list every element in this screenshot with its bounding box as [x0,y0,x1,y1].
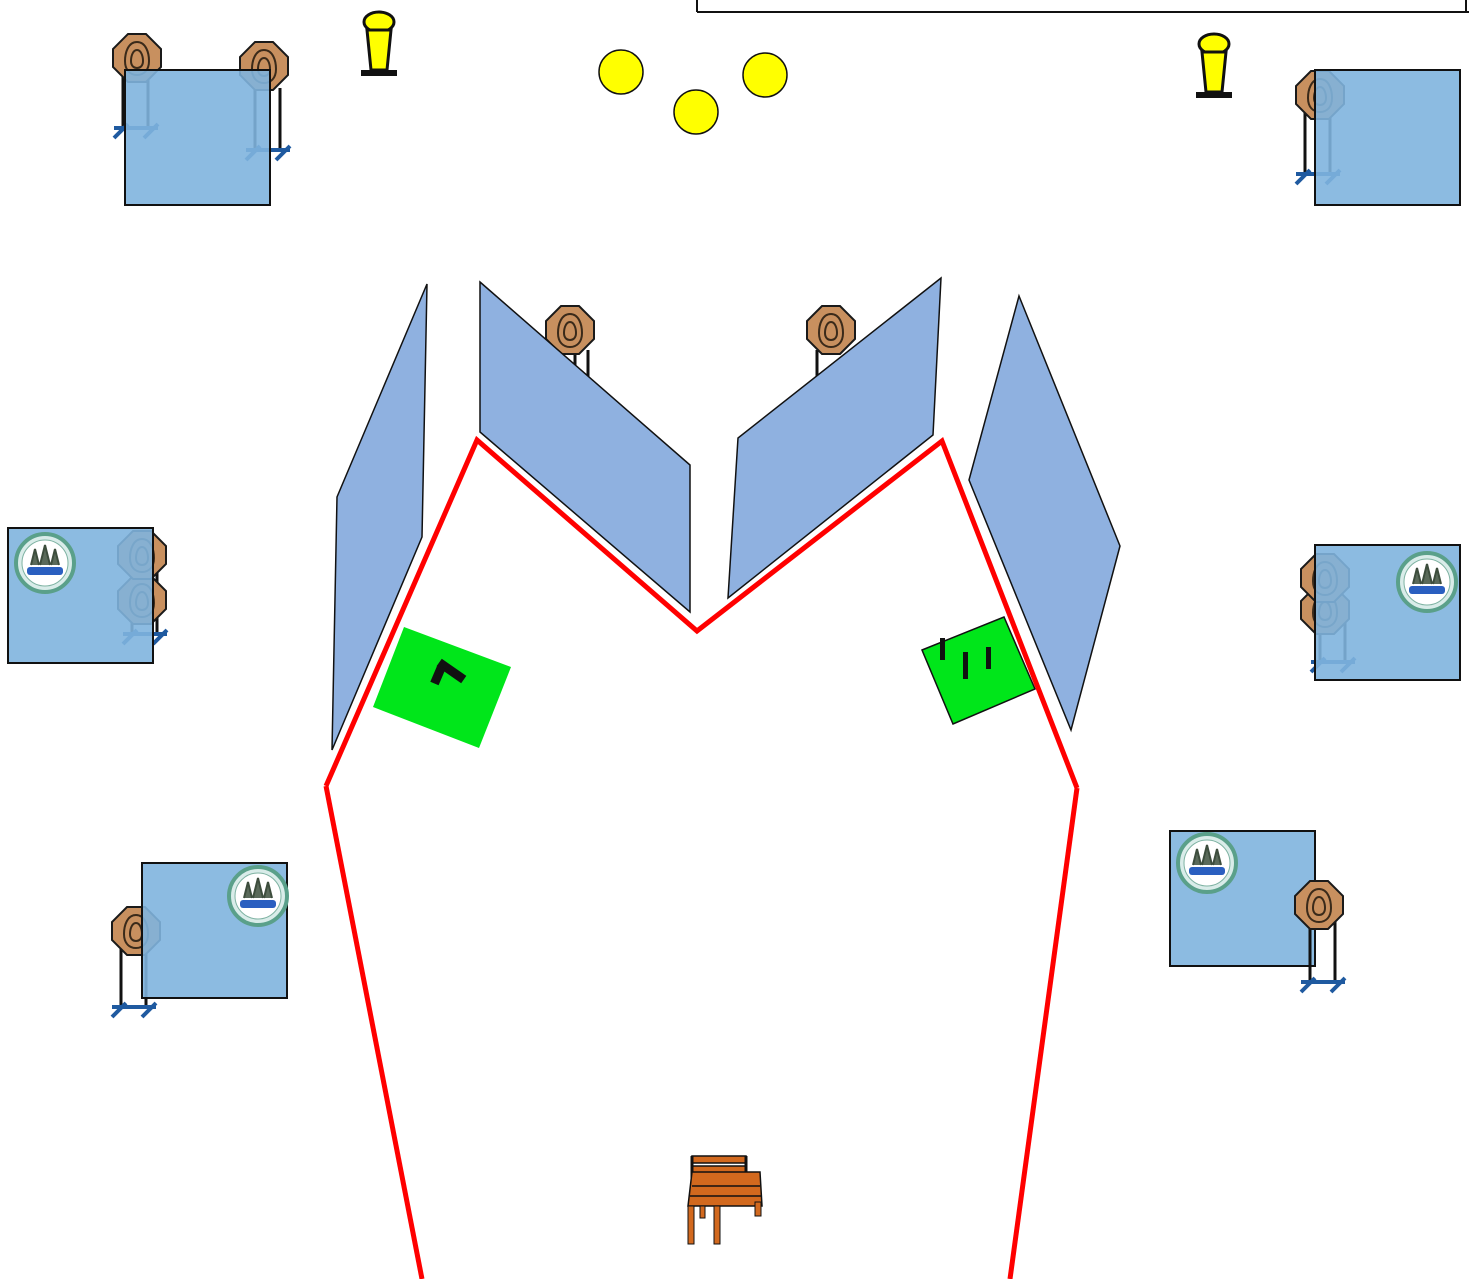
steel-plate-icon [598,49,644,95]
popper-icon [1196,34,1232,95]
steel-plates [598,49,788,135]
table-icon [373,627,511,748]
no-shoot-panel-icon [1314,69,1461,206]
magazine-icon [963,652,968,679]
steel-plate-icon [673,89,719,135]
target-group-top-right [1294,69,1461,206]
header-frame [696,0,1469,13]
club-logo-icon [1396,551,1458,613]
fault-line-upper [323,435,1080,789]
table-icon [921,616,1036,725]
barrier-wall-icon [479,280,691,614]
club-logo-icon [227,865,289,927]
barrier-wall-icon [727,276,942,600]
fault-lines [323,435,1080,1279]
target-group-right-middle [1300,544,1461,681]
barrier-walls [331,276,1121,751]
paper-target-icon [806,305,856,355]
target-group-left-middle [7,527,169,664]
magazine-icon [986,647,991,669]
fault-line-lower-left [323,785,425,1279]
no-shoot-panel-icon [7,527,154,664]
table-left [373,627,511,748]
popper-icon [361,12,397,73]
target-group-top-left [112,33,292,206]
chair-icon [687,1155,763,1245]
barrier-wall-icon [968,293,1121,733]
barrier-wall-icon [331,283,428,751]
no-shoot-panel-icon [124,69,271,206]
club-logo-icon [1176,832,1238,894]
magazine-icon [940,638,945,660]
pistol-icon [430,658,467,686]
table-right [921,616,1036,725]
club-logo-icon [14,532,76,594]
target-group-right-lower [1169,830,1347,994]
paper-target-icon [1294,880,1344,930]
fault-line-lower-right [1007,787,1080,1279]
target-group-left-lower [110,862,289,1019]
steel-plate-icon [742,52,788,98]
